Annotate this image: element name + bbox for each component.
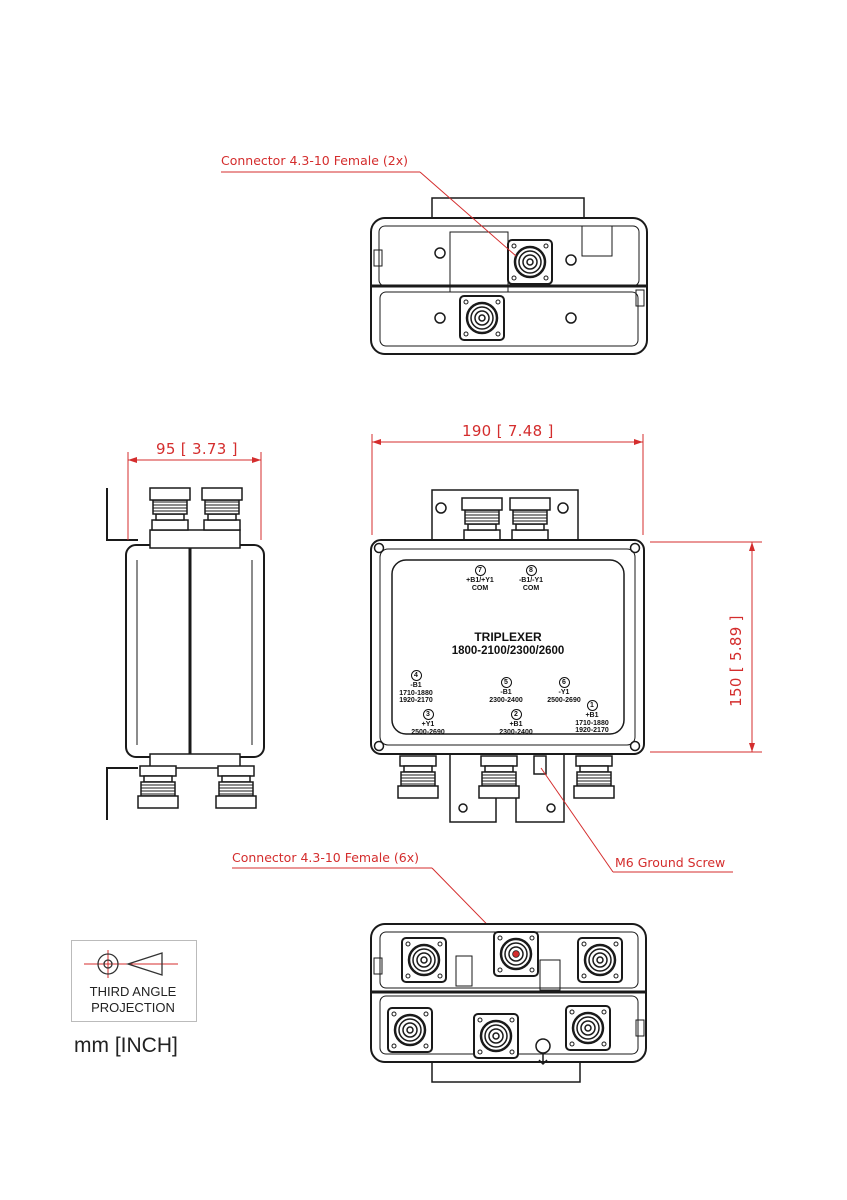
- projection-box: [71, 940, 197, 1022]
- port-label-3: 3 +Y1 2500-2690: [411, 709, 445, 736]
- depth-dimension-label: 95 [ 3.73 ]: [156, 440, 238, 458]
- width-dimension: [371, 434, 644, 535]
- ground-screw-leader: [540, 767, 733, 873]
- projection-symbol: [84, 950, 178, 978]
- bottom-view: [370, 923, 647, 1083]
- port-label-4: 4 -B1 1710-1880 1920-2170: [399, 670, 433, 704]
- height-dimension: [650, 541, 762, 753]
- top-view: [370, 197, 648, 355]
- port-label-7: 7 +B1/+Y1 COM: [466, 565, 494, 592]
- port-label-6: 6 -Y1 2500-2690: [547, 677, 581, 704]
- port-label-8: 8 -B1/-Y1 COM: [518, 565, 544, 592]
- width-dimension-label: 190 [ 7.48 ]: [462, 422, 554, 440]
- depth-dimension: [127, 452, 262, 540]
- front-view: [370, 489, 645, 823]
- units-label: mm [INCH]: [74, 1034, 178, 1057]
- projection-line1: THIRD ANGLE: [89, 984, 177, 999]
- top-connector-label: Connector 4.3-10 Female (2x): [221, 153, 408, 168]
- ground-screw-label: M6 Ground Screw: [615, 855, 726, 870]
- port-label-2: 2 +B1 2300-2400: [499, 709, 533, 736]
- projection-line2: PROJECTION: [91, 1000, 175, 1015]
- height-dimension-label: 150 [ 5.89 ]: [726, 615, 745, 707]
- port-label-5: 5 -B1 2300-2400: [489, 677, 523, 704]
- product-title: TRIPLEXER: [474, 630, 542, 644]
- product-bands: 1800-2100/2300/2600: [451, 645, 565, 657]
- side-view: [106, 487, 265, 820]
- port-label-1: 1 +B1 1710-1880 1920-2170: [575, 700, 609, 734]
- top-connector-leader: [221, 171, 517, 257]
- bottom-connector-label: Connector 4.3-10 Female (6x): [232, 850, 419, 865]
